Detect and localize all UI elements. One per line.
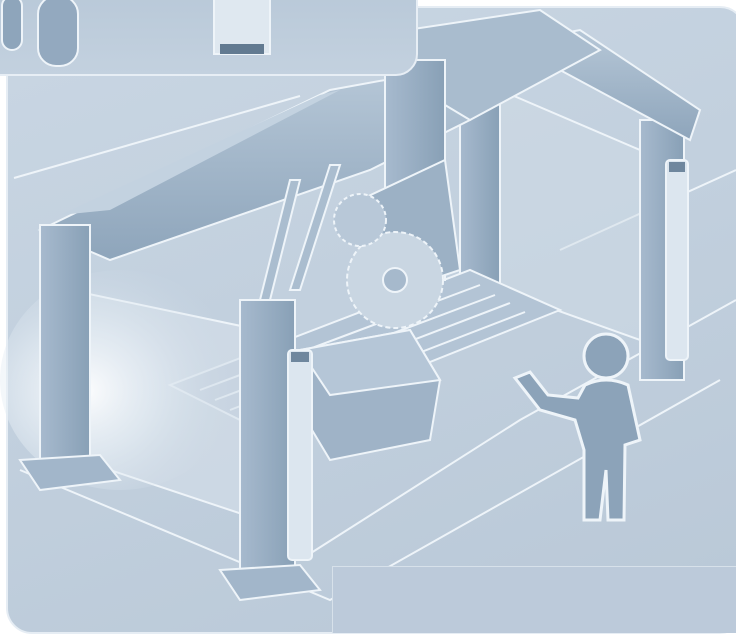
- machine-carriage: [300, 330, 440, 460]
- top-inset-parts: [0, 0, 420, 78]
- top-inset-panel: [0, 0, 418, 76]
- bottom-label-box: [332, 566, 736, 633]
- person-icon: [515, 334, 640, 520]
